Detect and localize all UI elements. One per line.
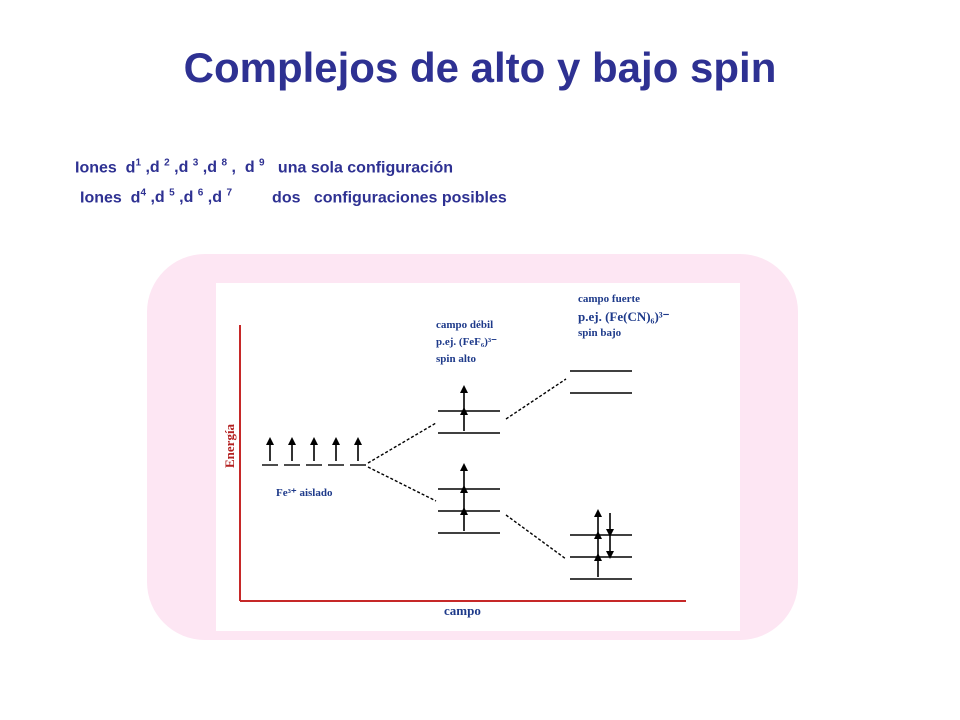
free-ion-label: Fe³⁺ aislado — [276, 487, 333, 499]
energy-level-svg — [239, 325, 686, 602]
weak-field-label: campo débil p.ej. (FeF₆)³⁻ spin alto — [436, 319, 497, 365]
d-electron-count: 9 — [259, 158, 265, 169]
d-electron-count: 3 — [192, 158, 199, 169]
d-electron-count: 4 — [140, 188, 147, 199]
x-axis-label: campo — [444, 603, 481, 618]
d-electron-count: 2 — [164, 158, 170, 169]
connector-dashed — [367, 466, 437, 502]
d-electron-count: 5 — [169, 188, 175, 199]
connector-dashed — [367, 422, 437, 464]
d-electron-count: 6 — [197, 188, 204, 199]
ion-line-two-configs: Iones d4 ,d 5 ,d 6 ,d 7 dos configuracio… — [80, 188, 507, 207]
y-axis-label: Energía — [222, 423, 237, 468]
strong-field-label: campo fuerte p.ej. (Fe(CN)₆)³⁻ spin bajo — [578, 293, 670, 339]
d-electron-count: 8 — [221, 158, 228, 169]
page-title: Complejos de alto y bajo spin — [183, 44, 777, 91]
crystal-field-diagram: Energía campo Fe³⁺ aislado campo débil p… — [216, 283, 740, 631]
ion-line-single-config: Iones d1 ,d 2 ,d 3 ,d 8 , d 9 una sola c… — [75, 158, 454, 177]
connector-dashed — [505, 378, 567, 420]
d-electron-count: 1 — [135, 158, 142, 169]
d-electron-count: 7 — [226, 188, 233, 199]
connector-dashed — [505, 514, 567, 560]
